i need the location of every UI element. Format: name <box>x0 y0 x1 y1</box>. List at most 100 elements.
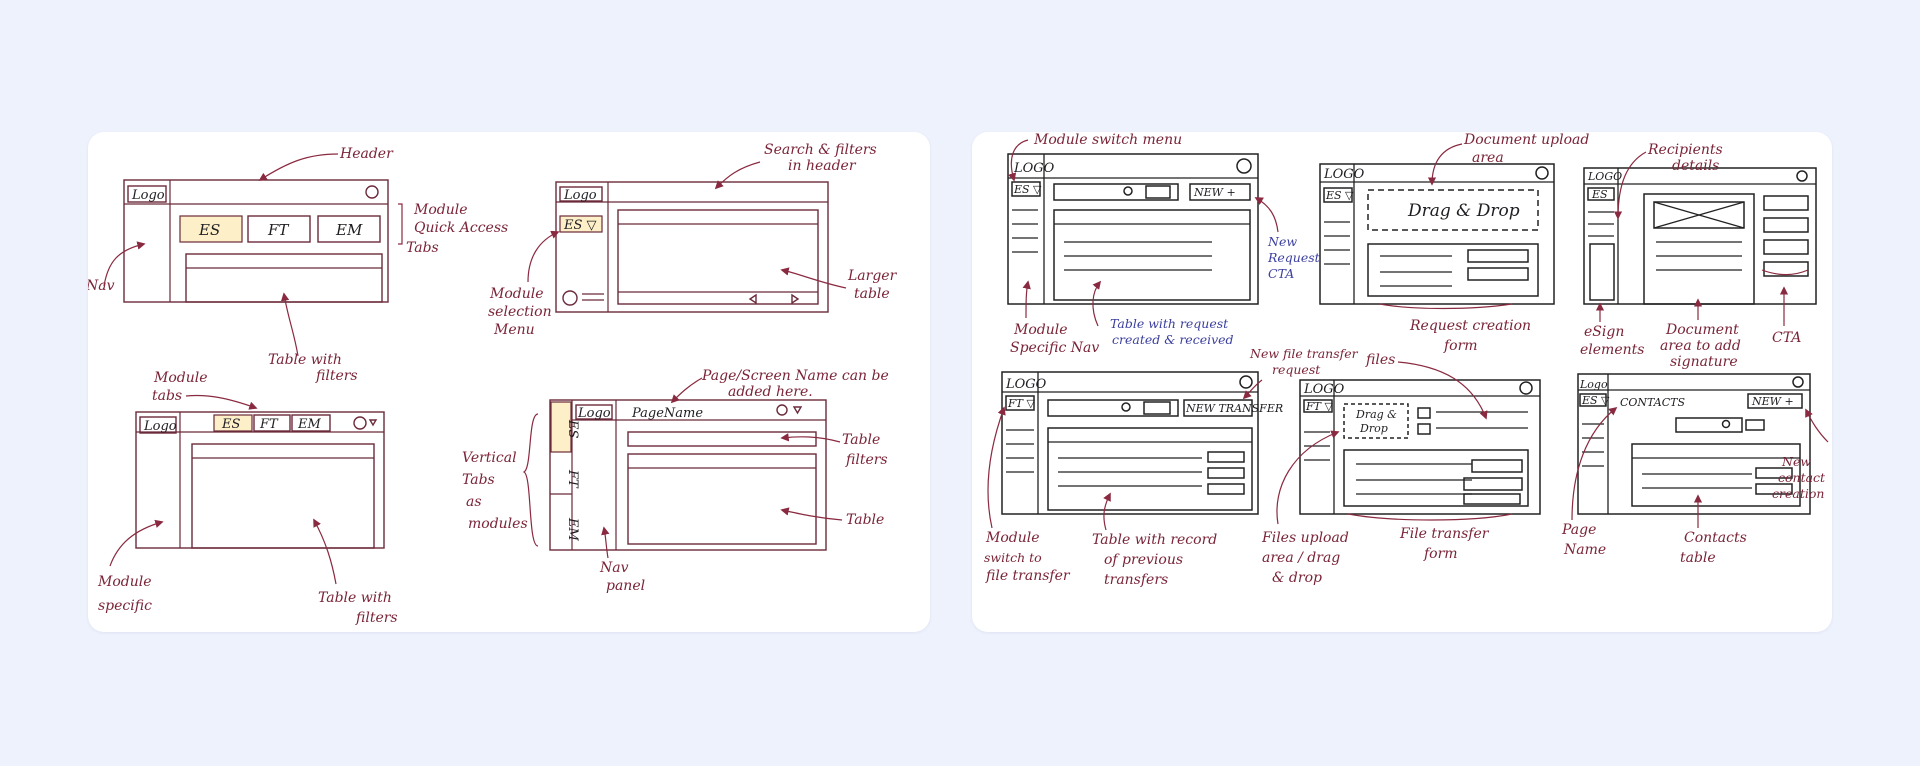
logo-text: LOGO <box>1303 382 1345 397</box>
label-tbl-2: created & received <box>1112 332 1234 347</box>
tab-ft-label: FT <box>259 417 279 432</box>
label-recip-2: details <box>1672 158 1719 174</box>
label-table-2: filters <box>315 368 358 384</box>
module-dropdown <box>559 215 603 233</box>
new-contact-button <box>1747 393 1803 409</box>
drag-drop-area <box>1343 403 1409 439</box>
label-search-2: in header <box>788 158 857 174</box>
label-nav-2: panel <box>606 578 645 594</box>
search-bar <box>1675 417 1743 433</box>
label-page-2: added here. <box>728 384 813 400</box>
filter-bar <box>627 431 817 447</box>
avatar-icon <box>562 290 578 306</box>
tab-es-label: ES <box>198 221 220 239</box>
tab-es-label: ES <box>221 417 240 432</box>
label-table-2: filters <box>355 610 398 626</box>
document-area <box>1643 193 1755 305</box>
label-nc-3: creation <box>1772 486 1824 501</box>
label-nc-1: New <box>1781 454 1811 469</box>
module-dropdown <box>1587 187 1615 201</box>
avatar-icon <box>1519 381 1533 395</box>
module-dropdown-label: ES ▽ <box>563 218 597 233</box>
right-sketch-canvas: LOGO ES ▽ NEW + Module switch menu New R… <box>984 132 1829 588</box>
sketch-module-tabs: Logo ES FT EM Module tabs Module specifi… <box>97 370 398 626</box>
tab-es <box>213 414 253 432</box>
label-larger-2: table <box>854 286 890 302</box>
label-table-1: Table with <box>268 352 342 368</box>
transfer-form <box>1343 449 1529 507</box>
logo-box <box>127 185 167 203</box>
new-transfer-button <box>1183 399 1253 417</box>
module-dropdown-label: FT ▽ <box>1305 400 1333 413</box>
tab-es <box>179 215 243 243</box>
tab-ft-label: FT <box>267 221 289 239</box>
label-nav-1: Module <box>1013 322 1068 338</box>
sketch-vertical-tabs: ES FT EM Logo PageName Page/Screen Name … <box>462 368 889 594</box>
label-module-2: Quick Access <box>414 220 508 236</box>
label-rec-2: of previous <box>1104 552 1183 568</box>
logo-text: Logo <box>143 419 177 434</box>
avatar-icon <box>1239 375 1253 389</box>
label-new-1: New <box>1267 234 1297 249</box>
module-dropdown <box>1011 181 1041 197</box>
table-box <box>1047 427 1253 511</box>
sketch-request-creation: LOGO ES ▽ Drag & Drop Document upload ar… <box>1319 132 1589 354</box>
label-sw-2: switch to <box>984 550 1042 565</box>
sketch-file-transfer-form: LOGO FT ▽ Drag & Drop files Files upload… <box>1261 352 1541 586</box>
label-up-2: area / drag <box>1262 550 1340 566</box>
label-vert-3: as <box>466 494 482 510</box>
filter-icon <box>1145 185 1171 199</box>
label-form-1: File transfer <box>1399 526 1490 542</box>
label-files: files <box>1365 352 1395 368</box>
label-form-2: form <box>1443 338 1478 354</box>
esign-elements <box>1589 243 1615 301</box>
label-up-1: Files upload <box>1261 530 1349 546</box>
label-form-1: Request creation <box>1409 318 1531 334</box>
label-switch: Module switch menu <box>1033 132 1182 148</box>
label-up-3: & drop <box>1272 570 1322 586</box>
label-new-3: CTA <box>1268 266 1294 281</box>
module-dropdown-label: ES ▽ <box>1013 183 1042 196</box>
label-upload-2: area <box>1472 150 1504 166</box>
label-larger-1: Larger <box>847 268 898 284</box>
logo-text: Logo <box>577 406 611 421</box>
search-icon <box>1123 186 1133 196</box>
label-esign-2: elements <box>1580 342 1644 358</box>
label-nc-2: contact <box>1778 470 1826 485</box>
label-module-tabs-2: tabs <box>152 388 182 404</box>
sketch-quick-access-tabs: Logo ES FT EM Header Module Quick Access… <box>88 146 508 384</box>
page-title: CONTACTS <box>1620 396 1685 409</box>
label-new-2: request <box>1272 362 1321 377</box>
sketch-module-selection-menu: Logo ES ▽ Search & filters in header Lar… <box>488 142 898 338</box>
new-transfer-button-label: NEW TRANSFER <box>1185 402 1283 415</box>
search-bar <box>1053 183 1179 201</box>
logo-text: Logo <box>1579 378 1608 391</box>
label-form-2: form <box>1423 546 1458 562</box>
logo-text: LOGO <box>1587 170 1622 183</box>
sketch-file-transfer-dashboard: LOGO FT ▽ NEW TRANSFER New file transfer… <box>984 346 1359 588</box>
label-table: Table <box>846 512 884 528</box>
label-new-2: Request <box>1267 250 1321 265</box>
avatar-icon <box>1236 158 1252 174</box>
logo-text: LOGO <box>1323 167 1365 182</box>
vtab-es <box>550 401 572 453</box>
label-esign-1: eSign <box>1584 324 1624 340</box>
label-ct-1: Contacts <box>1684 530 1747 546</box>
sketch-signature-setup: LOGO ES Recipients details eSign element… <box>1580 142 1817 370</box>
module-dropdown-label: FT ▽ <box>1007 397 1035 410</box>
label-rec-1: Table with record <box>1092 532 1217 548</box>
drag-drop-area <box>1367 189 1539 231</box>
label-mod-spec-1: Module <box>97 574 152 590</box>
label-mod-sel-3: Menu <box>493 322 535 338</box>
avatar-icon <box>1535 166 1549 180</box>
label-tf-1: Table <box>842 432 880 448</box>
request-form <box>1367 243 1539 297</box>
drag-drop-label-1: Drag & <box>1355 408 1397 421</box>
table-box <box>185 253 383 303</box>
label-mod-sel-2: selection <box>488 304 552 320</box>
label-doc-1: Document <box>1665 322 1739 338</box>
vtab-ft-label: FT <box>565 469 580 489</box>
module-dropdown <box>1005 395 1035 411</box>
left-sketch-card: Logo ES FT EM Header Module Quick Access… <box>88 132 930 632</box>
new-request-button <box>1189 183 1251 201</box>
